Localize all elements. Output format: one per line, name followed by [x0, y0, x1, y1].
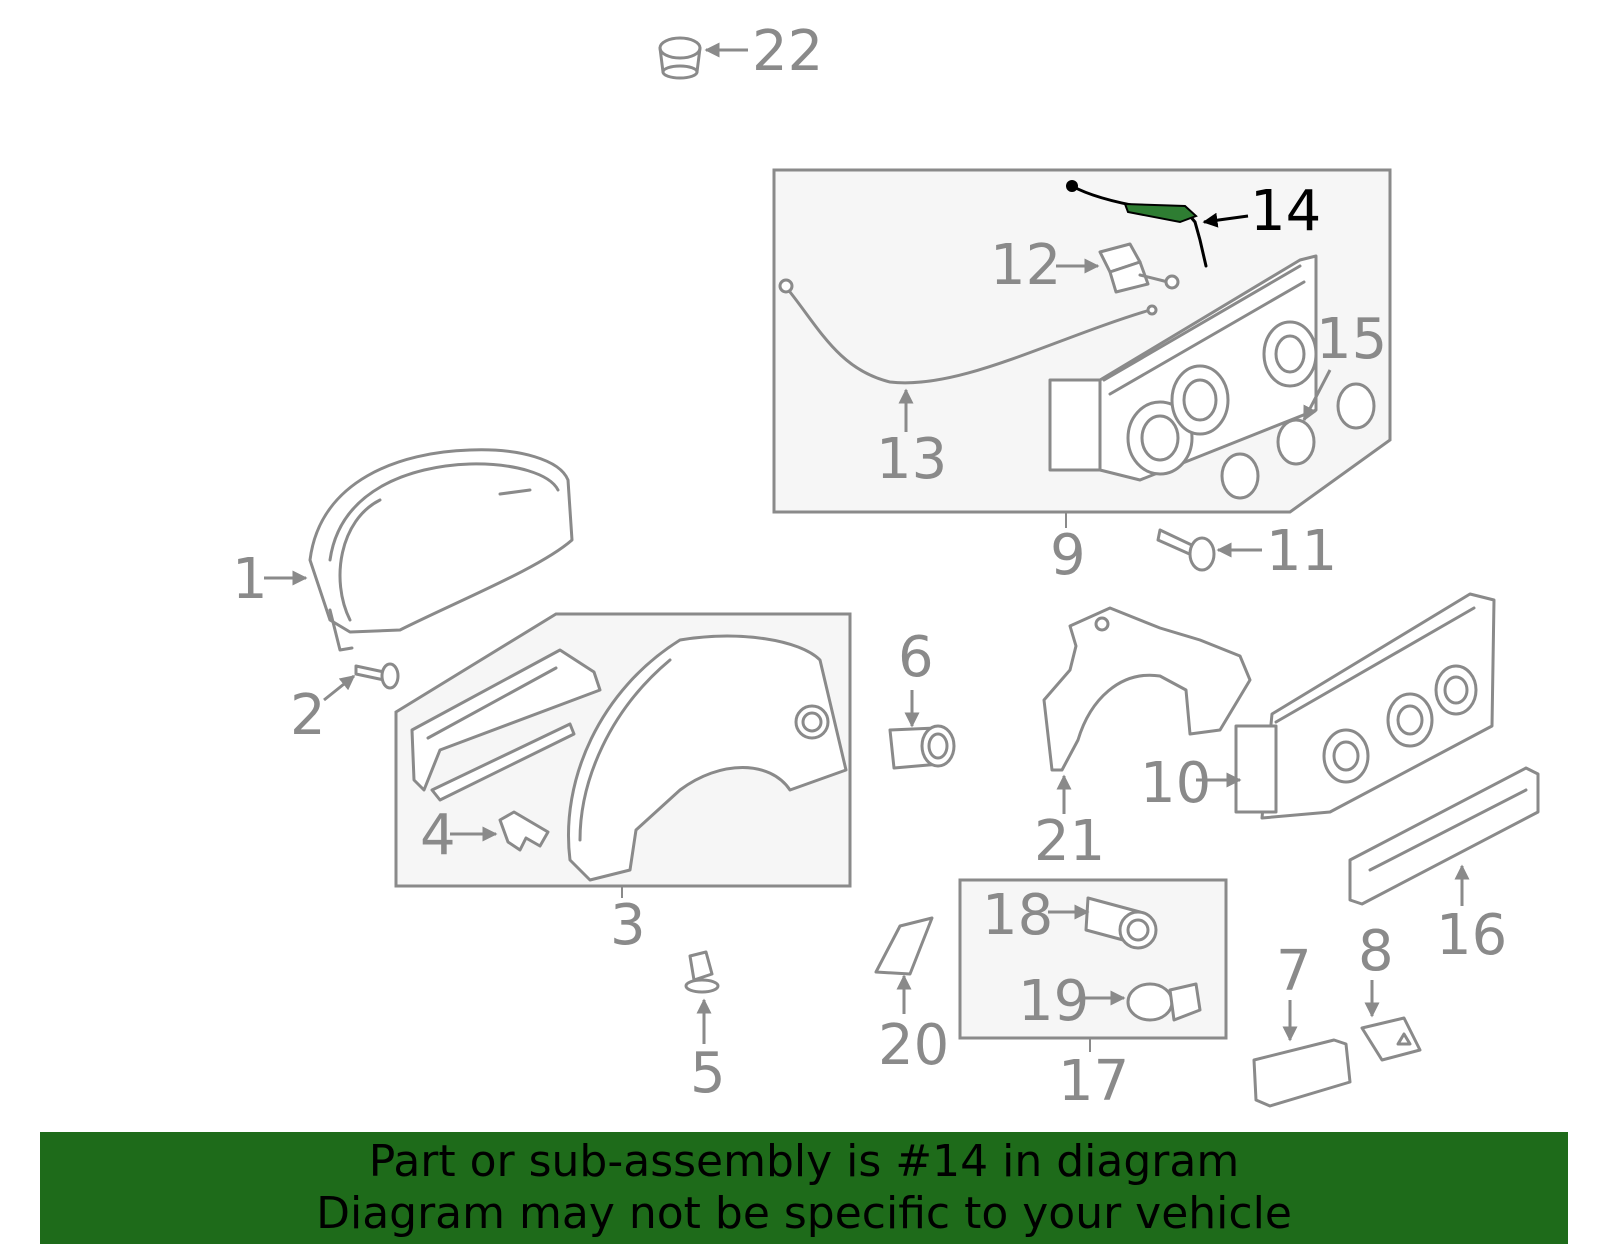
part-14-cable[interactable]: [1066, 180, 1208, 268]
callout-20[interactable]: 20: [878, 1013, 949, 1078]
callout-10[interactable]: 10: [1140, 751, 1211, 816]
part-7-switch[interactable]: [1252, 1038, 1352, 1108]
part-10-control-unit[interactable]: [1234, 592, 1496, 820]
part-9-control-assembly[interactable]: [1048, 254, 1318, 482]
callout-14-leader: [1202, 212, 1249, 228]
part-20-trim[interactable]: [874, 916, 934, 976]
callout-8[interactable]: 8: [1358, 919, 1394, 984]
callout-5[interactable]: 5: [690, 1041, 726, 1106]
part-4-clip[interactable]: [498, 810, 550, 852]
banner-line-1: Part or sub-assembly is #14 in diagram: [368, 1136, 1240, 1187]
part-5-pushpin[interactable]: [684, 950, 720, 994]
callout-6[interactable]: 6: [898, 625, 934, 690]
callout-9[interactable]: 9: [1050, 523, 1086, 588]
knob-a: [1220, 452, 1260, 500]
part-18-socket[interactable]: [1084, 896, 1158, 950]
info-banner: Part or sub-assembly is #14 in diagram D…: [40, 1132, 1568, 1244]
banner-line-2: Diagram may not be specific to your vehi…: [316, 1188, 1292, 1239]
callout-2-leader: [323, 674, 356, 702]
part-19-cap[interactable]: [1126, 982, 1202, 1022]
part-11-screw[interactable]: [1156, 528, 1216, 572]
part-12-sensor[interactable]: [1098, 242, 1180, 294]
part-6-socket[interactable]: [888, 724, 956, 770]
callout-1[interactable]: 1: [232, 547, 268, 612]
part-22-grommet[interactable]: [658, 36, 702, 80]
callout-18[interactable]: 18: [982, 883, 1053, 948]
callout-7[interactable]: 7: [1276, 939, 1312, 1004]
callout-17[interactable]: 17: [1058, 1049, 1129, 1114]
callout-15[interactable]: 15: [1316, 307, 1387, 372]
callout-3[interactable]: 3: [610, 893, 646, 958]
callout-11[interactable]: 11: [1266, 519, 1337, 584]
part-15-knob[interactable]: [1276, 382, 1376, 466]
part-16-switch-panel[interactable]: [1348, 766, 1540, 906]
part-1-instrument-cluster[interactable]: [308, 448, 574, 652]
callout-12[interactable]: 12: [990, 233, 1061, 298]
part-13-cable[interactable]: [778, 278, 1158, 385]
callout-21[interactable]: 21: [1034, 809, 1105, 874]
part-3-bezel[interactable]: [410, 634, 848, 882]
callout-13[interactable]: 13: [876, 427, 947, 492]
callout-22[interactable]: 22: [752, 19, 823, 84]
callout-2[interactable]: 2: [290, 683, 326, 748]
part-2-screw[interactable]: [354, 662, 400, 690]
callout-14[interactable]: 14: [1250, 179, 1321, 244]
part-8-hazard-switch[interactable]: [1360, 1016, 1422, 1062]
callout-16[interactable]: 16: [1436, 903, 1507, 968]
callout-4[interactable]: 4: [420, 803, 456, 868]
part-21-bracket[interactable]: [1042, 606, 1252, 772]
callout-19[interactable]: 19: [1018, 969, 1089, 1034]
callout-15-leader: [1302, 369, 1332, 422]
